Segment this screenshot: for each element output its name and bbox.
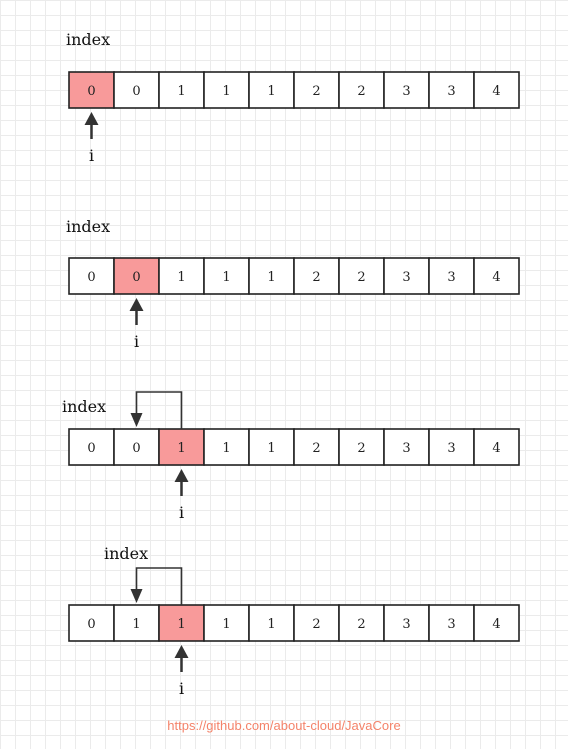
array-cell-highlighted <box>158 428 205 466</box>
array-cell <box>203 428 250 466</box>
pointer-arrow-icon <box>84 112 99 125</box>
array-cell <box>473 604 520 642</box>
pointer-arrow-icon <box>174 645 189 658</box>
step-1: index 0 0 1 1 1 2 2 3 3 4 i <box>66 30 520 165</box>
array-cell-value: 0 <box>132 441 140 456</box>
copy-arrow-line <box>135 391 183 429</box>
pointer-arrow-icon <box>174 469 189 482</box>
array-cell <box>383 71 430 109</box>
step-2: index 0 0 1 1 1 2 2 3 3 4 i <box>66 217 520 351</box>
array-cell-value: 0 <box>132 270 140 285</box>
array-cell-value: 1 <box>177 84 185 99</box>
array-cell <box>203 257 250 295</box>
pointer-label: i <box>134 332 139 351</box>
array-cell <box>293 428 340 466</box>
index-label: index <box>66 217 110 236</box>
array-cell-value: 2 <box>312 441 320 456</box>
array-cell-value: 4 <box>492 84 500 99</box>
array-cell <box>338 257 385 295</box>
array-cell-highlighted <box>158 604 205 642</box>
array-cell <box>293 257 340 295</box>
copy-arrow-line <box>135 567 183 605</box>
array-cell <box>338 71 385 109</box>
array-cell <box>113 71 160 109</box>
array-cell <box>428 71 475 109</box>
array-cell-value: 3 <box>402 270 410 285</box>
array-cell-value: 2 <box>312 617 320 632</box>
pointer-arrow-icon <box>129 298 144 311</box>
array-cell-value: 1 <box>177 617 185 632</box>
array-cell-value: 2 <box>357 84 365 99</box>
array-cell-value: 2 <box>312 84 320 99</box>
step-3: index 0 0 1 1 1 2 2 3 3 4 i <box>62 391 520 522</box>
array-cell-value: 1 <box>132 617 140 632</box>
array-cell-value: 0 <box>132 84 140 99</box>
array-cell-value: 3 <box>447 441 455 456</box>
array-cell <box>68 257 115 295</box>
array-cell <box>293 71 340 109</box>
array-cell <box>473 428 520 466</box>
array-cell-value: 2 <box>357 441 365 456</box>
array-cell-value: 0 <box>87 84 95 99</box>
pointer-label: i <box>179 679 184 698</box>
array-cell <box>473 257 520 295</box>
step-4: index 0 1 1 1 1 2 2 3 3 4 i <box>68 544 520 698</box>
array-cell-value: 1 <box>267 270 275 285</box>
pointer-label: i <box>89 146 94 165</box>
array-cell <box>338 604 385 642</box>
array-cell-value: 4 <box>492 441 500 456</box>
array-cell-value: 0 <box>87 441 95 456</box>
array-cell-value: 1 <box>222 441 230 456</box>
array-cell-value: 3 <box>447 270 455 285</box>
array-cell-value: 1 <box>177 270 185 285</box>
array-cell <box>248 257 295 295</box>
array-cell <box>113 428 160 466</box>
array-cell <box>158 71 205 109</box>
array-cell-value: 1 <box>222 617 230 632</box>
array-cell-value: 3 <box>447 617 455 632</box>
array-cell <box>473 71 520 109</box>
array-cell-value: 1 <box>222 270 230 285</box>
array-cell <box>428 604 475 642</box>
copy-arrow-icon <box>130 413 143 427</box>
copy-arrow-icon <box>130 589 143 603</box>
array-cell <box>428 257 475 295</box>
array-cell-value: 1 <box>267 441 275 456</box>
array-cell-value: 3 <box>402 84 410 99</box>
array-cell-value: 1 <box>267 617 275 632</box>
array-cell-highlighted <box>68 71 115 109</box>
index-label: index <box>104 544 148 563</box>
array-cell <box>248 604 295 642</box>
index-label: index <box>62 397 106 416</box>
array-cell <box>338 428 385 466</box>
array-cell <box>68 428 115 466</box>
index-label: index <box>66 30 110 49</box>
array-cell-value: 3 <box>402 441 410 456</box>
array-cell-value: 1 <box>267 84 275 99</box>
pointer-label: i <box>179 503 184 522</box>
array-cell-value: 0 <box>87 270 95 285</box>
array-cell-value: 3 <box>447 84 455 99</box>
array-cell <box>248 71 295 109</box>
array-cell-value: 1 <box>177 441 185 456</box>
array-cell-value: 2 <box>357 270 365 285</box>
array-cell-value: 3 <box>402 617 410 632</box>
array-cell-value: 1 <box>222 84 230 99</box>
array-cell-value: 2 <box>312 270 320 285</box>
array-cell-value: 2 <box>357 617 365 632</box>
array-cell <box>68 604 115 642</box>
array-cell-value: 4 <box>492 270 500 285</box>
array-cell-value: 0 <box>87 617 95 632</box>
source-watermark: https://github.com/about-cloud/JavaCore <box>167 718 401 733</box>
array-cell <box>383 257 430 295</box>
array-cell-value: 4 <box>492 617 500 632</box>
